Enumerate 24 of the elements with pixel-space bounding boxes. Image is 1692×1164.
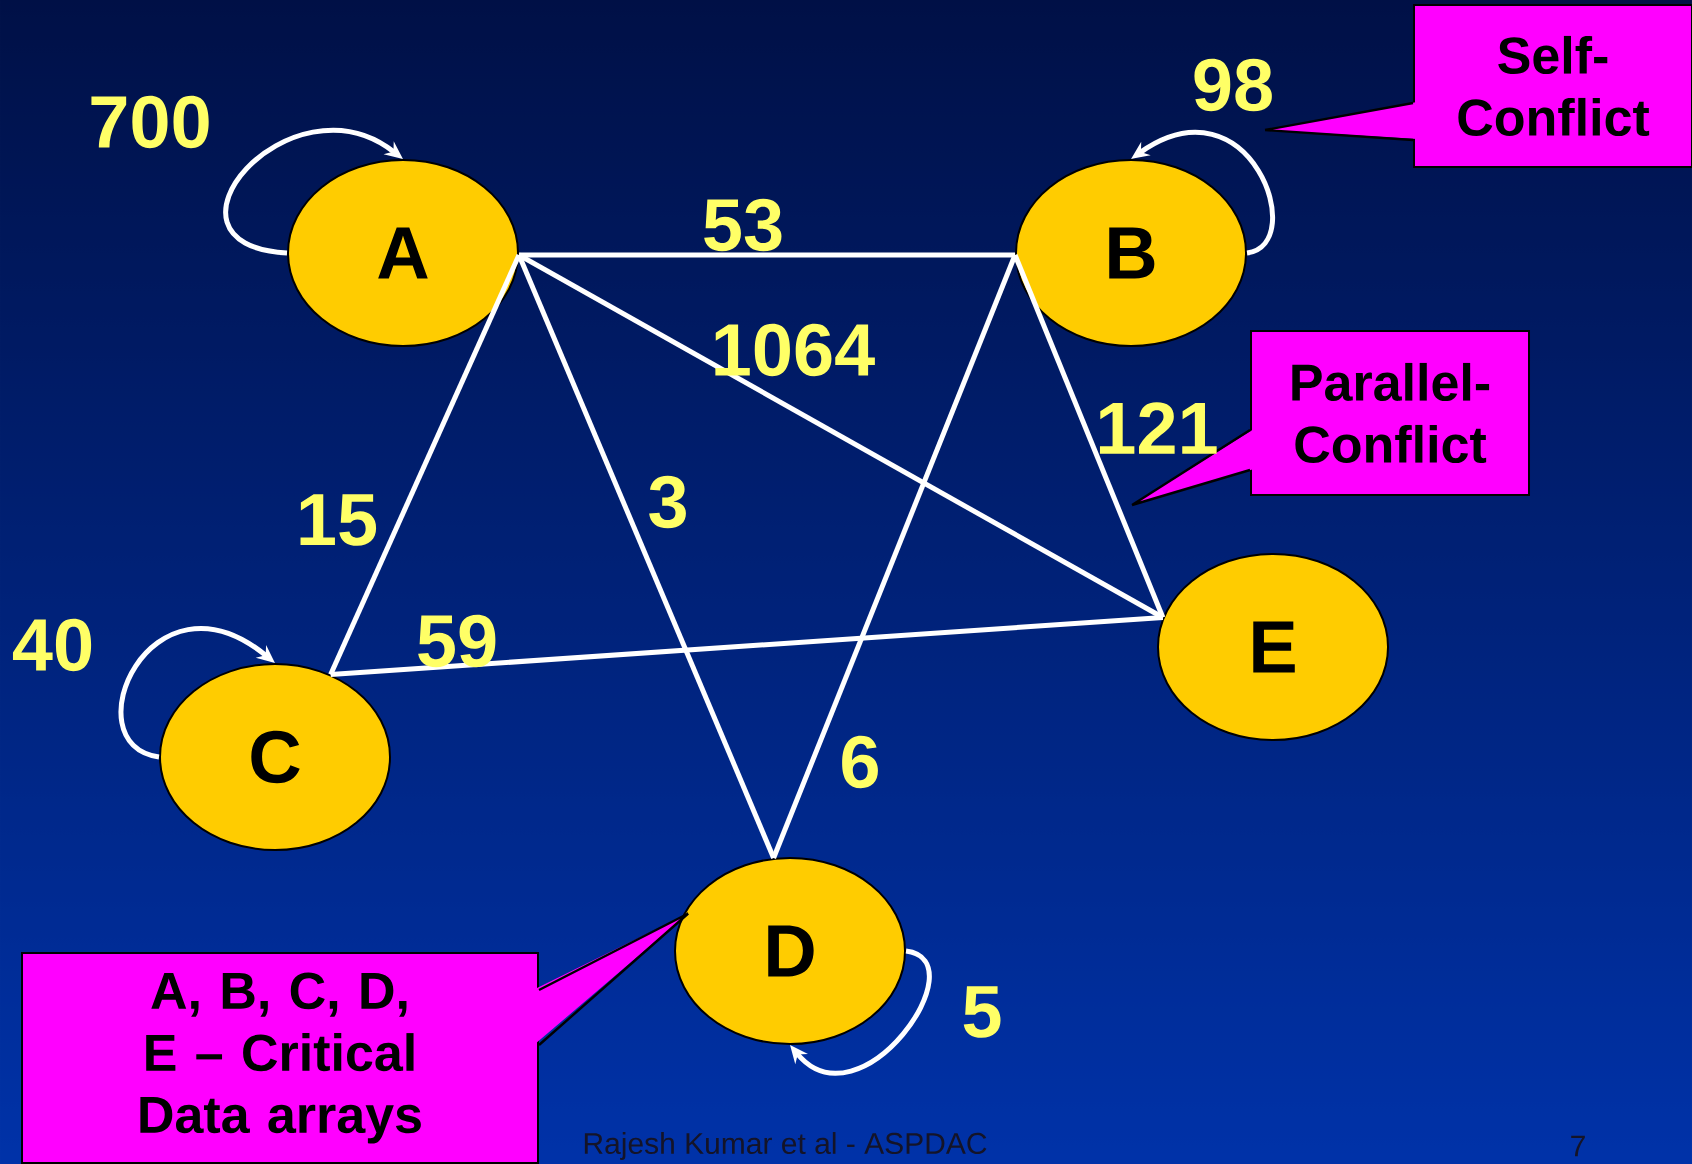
- ellipse-node: C: [159, 663, 391, 851]
- ellipse-node: E: [1157, 553, 1389, 741]
- edge-label: 6: [842, 735, 878, 789]
- edge-line: [771, 254, 1018, 859]
- ellipse-node: A: [287, 159, 519, 347]
- edge-label: 59: [418, 614, 496, 668]
- edge-label: 15: [300, 494, 377, 546]
- edge-line: [1012, 254, 1166, 619]
- edge-label: 700: [91, 95, 209, 149]
- edge-line: [516, 254, 776, 859]
- leader-line: [1263, 101, 1415, 142]
- ellipse-node: B: [1015, 159, 1247, 347]
- leader-line: [537, 912, 690, 1047]
- edge-line: [330, 615, 1164, 678]
- edge-label: 1064: [715, 323, 875, 377]
- page-number: 7: [1571, 1135, 1585, 1157]
- edge-label: 5: [963, 986, 1001, 1038]
- leader-line: [1130, 428, 1252, 507]
- edge-label: 40: [13, 618, 92, 672]
- ellipse-node: D: [674, 857, 906, 1045]
- edge-label: 3: [649, 475, 686, 529]
- edge-line: [519, 252, 1016, 258]
- edge-label: 53: [704, 198, 782, 252]
- edge-line: [328, 254, 522, 676]
